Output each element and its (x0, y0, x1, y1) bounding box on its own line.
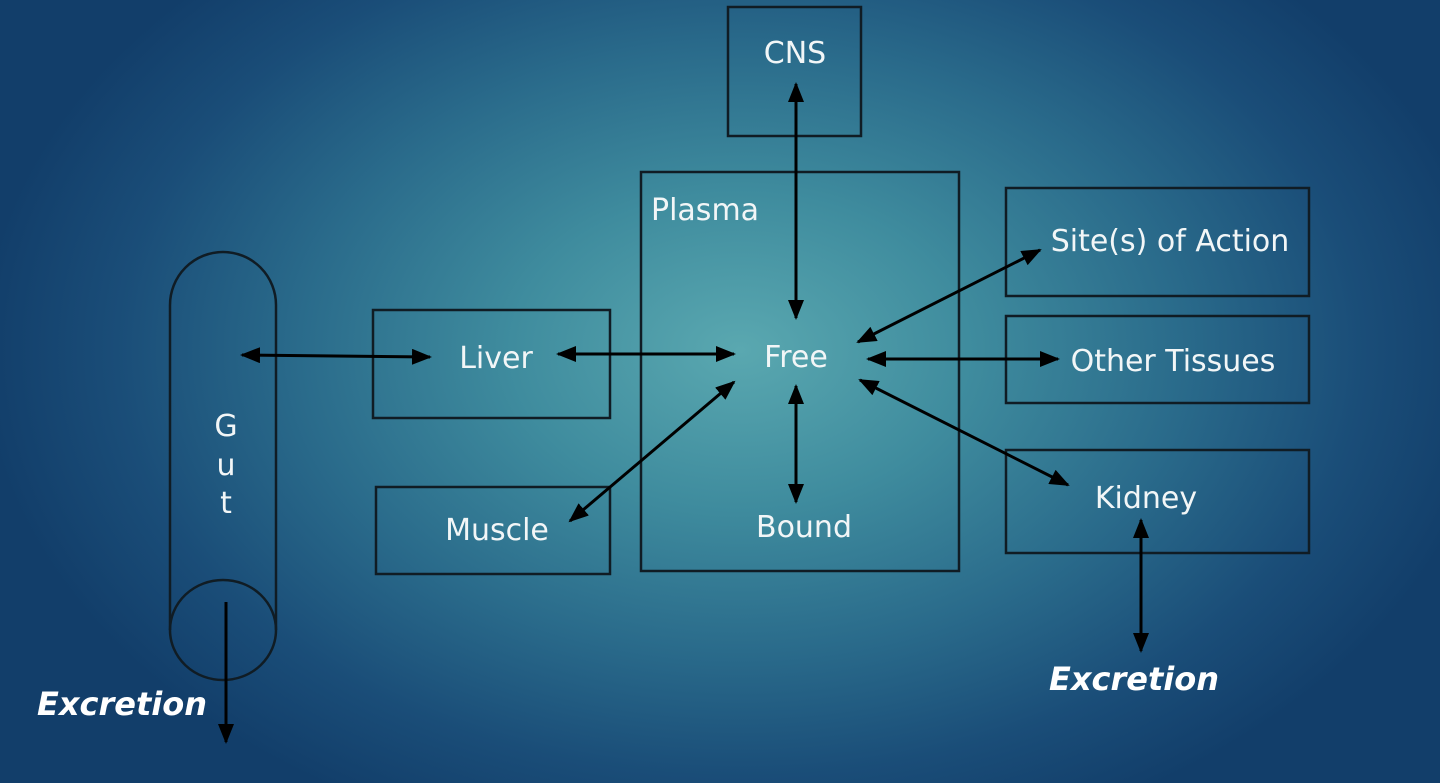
cns-label: CNS (764, 36, 826, 71)
gut-label-t: t (220, 486, 232, 521)
gut-liver-arrow (240, 347, 432, 365)
free-site-arrow (856, 248, 1042, 344)
gut-tube (168, 250, 278, 630)
gut-excretion-label: Excretion (37, 685, 207, 723)
muscle-free-arrow (568, 380, 736, 523)
liver-label: Liver (459, 341, 533, 376)
muscle-box (374, 485, 612, 576)
muscle-label: Muscle (445, 513, 549, 548)
kidney-label: Kidney (1095, 481, 1197, 516)
free-kidney-arrow (858, 378, 1070, 487)
gut-outlet (168, 578, 278, 682)
other-tissues-label: Other Tissues (1071, 344, 1276, 379)
kidney-box (1004, 448, 1311, 555)
sites-of-action-box (1004, 186, 1311, 298)
plasma-label: Plasma (651, 193, 759, 228)
gut-label-g: G (214, 409, 237, 444)
bound-label: Bound (756, 510, 852, 545)
kidney-excretion-label: Excretion (1049, 660, 1219, 698)
sites-of-action-label: Site(s) of Action (1051, 224, 1290, 259)
free-label: Free (764, 340, 828, 375)
gut-label-u: u (216, 448, 235, 483)
